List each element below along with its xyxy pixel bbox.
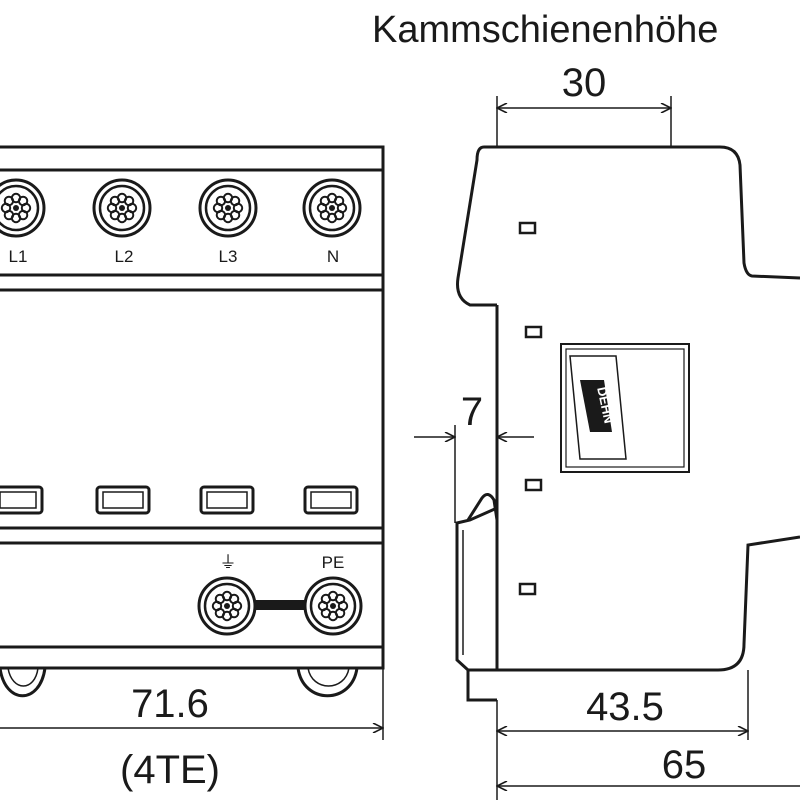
terminal-label-l1: L1 <box>9 247 28 266</box>
depth-total-value: 65 <box>662 743 707 787</box>
gap-value: 7 <box>461 390 483 434</box>
terminal-screw-pe <box>303 576 363 636</box>
rail-height-dimension: 30 <box>497 61 671 147</box>
ground-symbol-label: ⏚ <box>220 553 237 572</box>
width-units: (4TE) <box>120 748 220 792</box>
slot-2 <box>524 325 543 339</box>
terminal-screw-l1 <box>0 178 46 238</box>
width-value: 71.6 <box>131 682 209 726</box>
terminal-label-pe: PE <box>322 553 345 572</box>
depth-dimensions: 43.5 65 <box>497 670 800 800</box>
gap-dimension: 7 <box>414 390 534 523</box>
brand-label: DEHN <box>560 343 690 473</box>
terminal-label-n: N <box>327 247 339 266</box>
front-view: L1 L2 L3 N ⏚ PE <box>0 145 385 698</box>
rail-height-value: 30 <box>562 61 607 105</box>
depth-inner-value: 43.5 <box>586 685 664 729</box>
side-view: DEHN <box>455 145 800 702</box>
din-clip-right <box>296 667 359 698</box>
status-indicator-windows <box>0 485 359 515</box>
din-clip-left <box>0 667 47 698</box>
rail-height-title: Kammschienenhöhe <box>372 9 718 51</box>
terminal-label-l2: L2 <box>115 247 134 266</box>
slot-4 <box>518 582 537 596</box>
terminal-screw-l2 <box>92 178 152 238</box>
brand-logo-text: DEHN <box>594 385 616 424</box>
width-dimension: 71.6 (4TE) <box>0 668 383 792</box>
slot-3 <box>524 478 543 492</box>
slot-1 <box>518 221 537 235</box>
terminal-screw-l3 <box>198 178 258 238</box>
terminal-bridge <box>250 600 312 610</box>
terminal-screw-n <box>302 178 362 238</box>
terminal-label-l3: L3 <box>219 247 238 266</box>
terminal-screw-ground <box>197 576 257 636</box>
